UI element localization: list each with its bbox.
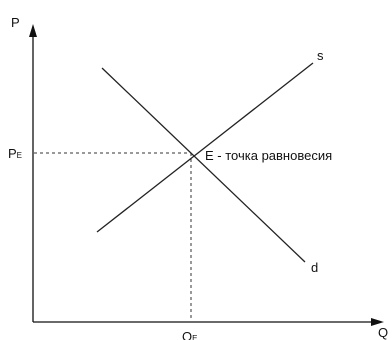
equilibrium-point-label: E - точка равновесия	[205, 148, 332, 163]
demand-curve	[101, 67, 306, 263]
demand-label: d	[311, 260, 318, 275]
equilibrium-price-main: P	[8, 146, 17, 161]
equilibrium-quantity-main: Q	[182, 329, 192, 340]
supply-label: s	[317, 48, 324, 63]
y-axis-arrow	[29, 24, 37, 37]
y-axis-label: P	[11, 15, 20, 30]
equilibrium-price-label: PE	[8, 146, 22, 161]
equilibrium-price-subscript: E	[17, 151, 22, 160]
supply-curve	[96, 62, 314, 233]
x-axis-label: Q	[378, 325, 388, 340]
equilibrium-quantity-label: QE	[182, 329, 197, 340]
x-axis-arrow	[371, 318, 384, 326]
equilibrium-quantity-subscript: E	[192, 334, 197, 340]
